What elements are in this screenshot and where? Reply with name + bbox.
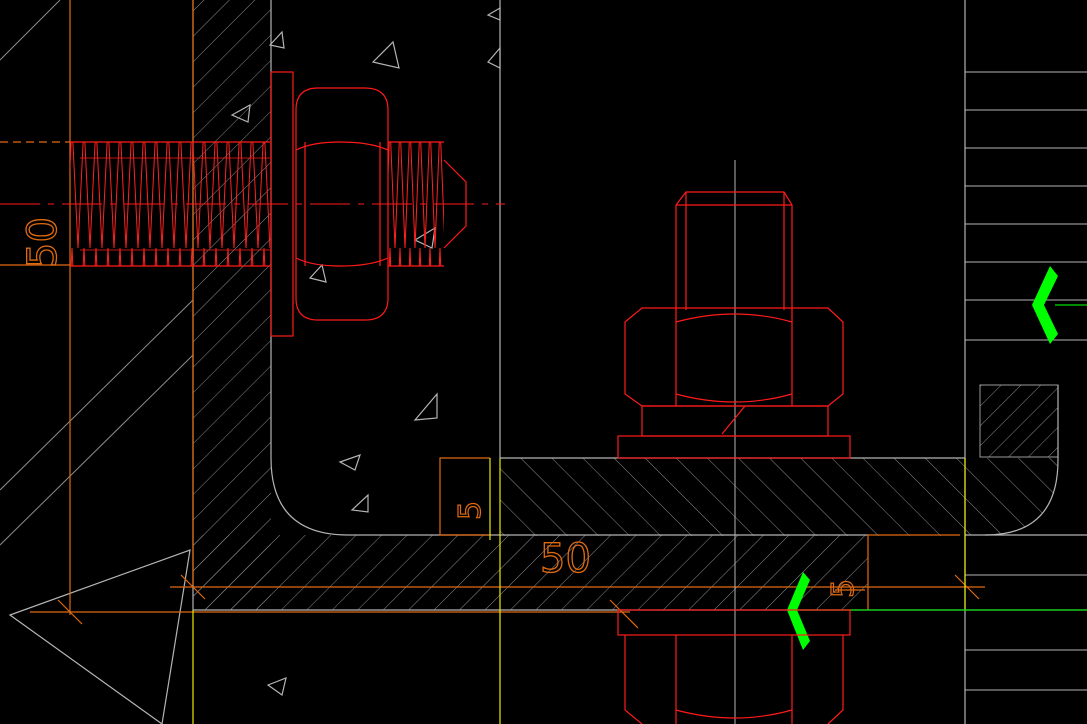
concrete-outline [192,0,1087,724]
snap-marker-right-icon [1032,266,1058,344]
guide-lines [192,458,966,724]
dim-vertical-50: 50 [20,217,66,268]
dim-horizontal-50: 50 [540,536,591,582]
dimension-texts: 50 50 5 5 [19,216,861,598]
right-edge-lines [965,71,1087,691]
dim-weld-5-right: 5 [826,579,861,598]
dimension-lines [0,0,985,629]
concrete-aggregate [8,6,501,724]
wall-hatch-left [0,0,271,610]
horizontal-anchor-bolt [0,71,505,337]
vertical-anchor-bolt [617,160,851,724]
dim-weld-5-left: 5 [453,501,488,520]
slab-hatch [193,384,1059,610]
snap-marker-bottom-icon [787,572,810,650]
